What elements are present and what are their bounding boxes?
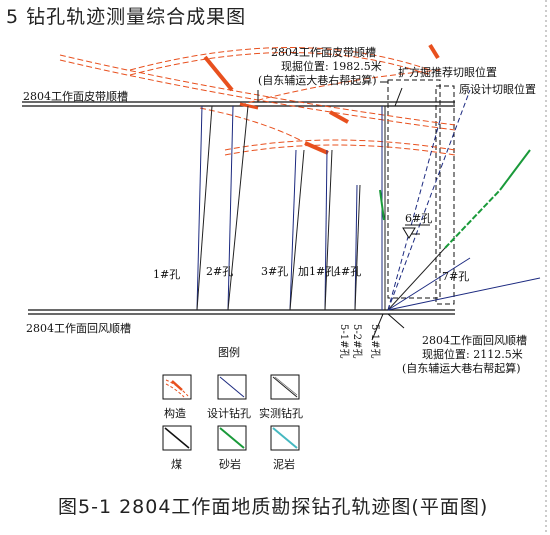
return-note-line2: 现掘位置: 2112.5米 — [422, 347, 523, 361]
hole-1-label: 1#孔 — [153, 268, 180, 281]
hole5-leader — [371, 313, 384, 341]
page-title: 5 钻孔轨迹测量综合成果图 — [6, 6, 247, 28]
legend-title: 图例 — [218, 345, 240, 359]
hole-5-1-label: 5-1#孔 — [338, 324, 350, 358]
hole6-marker-triangle — [402, 227, 416, 239]
expanded-cut-label: 扩方掘推荐切眼位置 — [398, 65, 497, 79]
hole-2-label: 2#孔 — [206, 265, 233, 278]
return-note-line1: 2804工作面回风顺槽 — [422, 334, 527, 347]
expanded-cut-frame — [387, 79, 441, 299]
cut-leader — [394, 87, 403, 107]
original-cut-label: 原设计切眼位置 — [459, 82, 536, 96]
legend-label-sandstone: 砂岩 — [219, 457, 241, 471]
structure-lines — [59, 43, 456, 156]
borehole-lines — [196, 89, 541, 311]
legend-label-coal: 煤 — [171, 458, 182, 471]
return-note-leader — [387, 313, 405, 329]
figure-caption: 图5-1 2804工作面地质勘探钻孔轨迹图(平面图) — [58, 496, 489, 518]
return-roadway-label: 2804工作面回风顺槽 — [26, 322, 131, 335]
hole-4-label: 4#孔 — [334, 265, 361, 278]
hole-5-label: 5-1#孔 — [369, 324, 381, 358]
legend-label-structure: 构造 — [164, 406, 186, 420]
hole-6-label: 6#孔 — [405, 212, 432, 225]
belt-roadway-label: 2804工作面皮带顺槽 — [23, 90, 128, 103]
original-cut-frame — [435, 85, 455, 305]
belt-note-line3: (自东辅运大巷右帮起算) — [258, 73, 377, 87]
hole-add1-label: 加1#孔 — [298, 265, 336, 278]
legend-label-mudstone: 泥岩 — [273, 457, 295, 471]
legend: 图例 构造 设计钻孔 实测钻孔 煤 砂岩 泥岩 — [162, 345, 303, 471]
hole-3-label: 3#孔 — [261, 265, 288, 278]
hole-7-label: 7#孔 — [442, 270, 469, 283]
legend-label-measured-hole: 实测钻孔 — [259, 406, 303, 420]
belt-note-line2: 现掘位置: 1982.5米 — [281, 59, 382, 73]
legend-label-design-hole: 设计钻孔 — [207, 406, 251, 420]
return-note-line3: (自东辅运大巷右帮起算) — [402, 361, 521, 375]
hole-5-2-label: 5-2#孔 — [351, 324, 363, 358]
belt-note-line1: 2804工作面皮带顺槽 — [271, 46, 376, 59]
